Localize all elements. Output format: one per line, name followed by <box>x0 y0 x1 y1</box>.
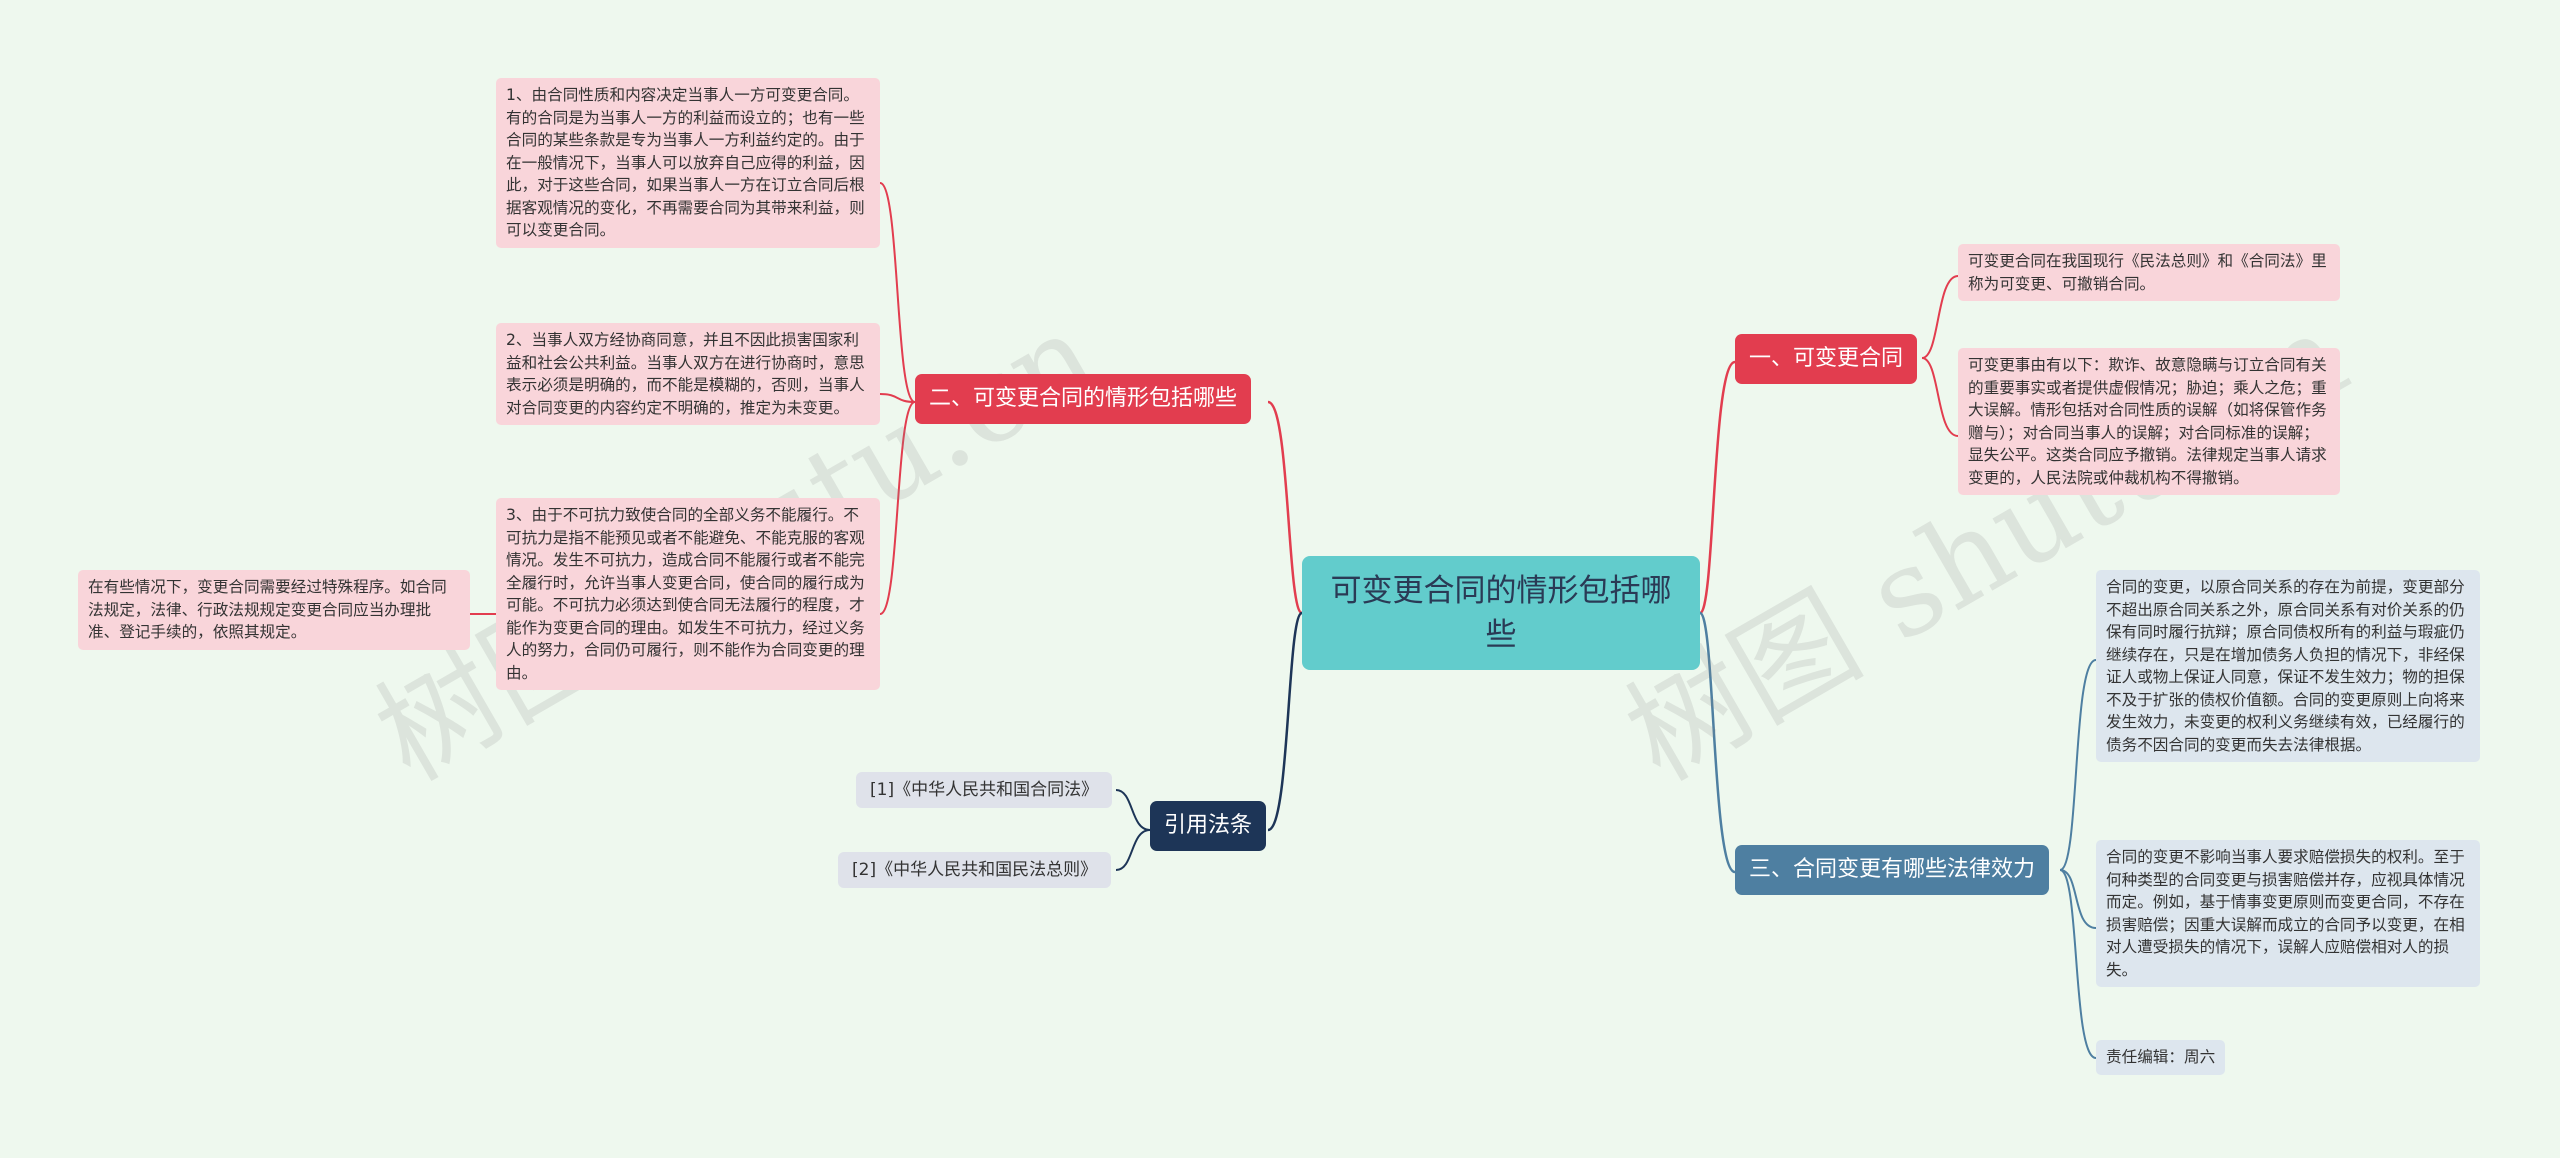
link-root-b4 <box>1267 611 1304 832</box>
link-root-b1 <box>1698 360 1736 615</box>
branch-cited-laws[interactable]: 引用法条 <box>1150 801 1267 851</box>
branch-circumstances[interactable]: 二、可变更合同的情形包括哪些 <box>915 374 1252 424</box>
link-b2-leaf3 <box>879 401 916 615</box>
leaf-b2-item2[interactable]: 2、当事人双方经协商同意，并且不因此损害国家利益和社会公共利益。当事人双方在进行… <box>496 323 880 425</box>
link-b2-leaf1 <box>879 182 916 403</box>
branch-changeable-contract[interactable]: 一、可变更合同 <box>1735 334 1918 384</box>
link-b4-ref1 <box>1115 789 1151 831</box>
branch-label: 二、可变更合同的情形包括哪些 <box>929 386 1238 411</box>
link-b1-leaf1 <box>1921 275 1959 359</box>
link-b3-leaf3 <box>2059 869 2097 1059</box>
link-b1-leaf2 <box>1921 357 1959 437</box>
root-topic[interactable]: 可变更合同的情形包括哪些 <box>1302 556 1700 670</box>
leaf-b1-grounds[interactable]: 可变更事由有以下：欺诈、故意隐瞒与订立合同有关的重要事实或者提供虚假情况；胁迫；… <box>1958 348 2340 495</box>
leaf-b2-special-procedure[interactable]: 在有些情况下，变更合同需要经过特殊程序。如合同法规定，法律、行政法规规定变更合同… <box>78 570 470 650</box>
link-b4-ref2 <box>1115 829 1151 871</box>
link-b3-leaf1 <box>2059 659 2097 871</box>
leaf-b3-editor[interactable]: 责任编辑：周六 <box>2096 1040 2226 1075</box>
root-title: 可变更合同的情形包括哪些 <box>1330 573 1672 653</box>
branch-label: 一、可变更合同 <box>1749 346 1904 371</box>
leaf-b2-item3[interactable]: 3、由于不可抗力致使合同的全部义务不能履行。不可抗力是指不能预见或者不能避免、不… <box>496 498 880 690</box>
branch-label: 引用法条 <box>1164 813 1253 838</box>
leaf-b3-effect[interactable]: 合同的变更，以原合同关系的存在为前提，变更部分不超出原合同关系之外，原合同关系有… <box>2096 570 2480 762</box>
link-root-b2 <box>1267 400 1304 615</box>
ref-contract-law[interactable]: [1]《中华人民共和国合同法》 <box>856 772 1113 808</box>
ref-civil-law-general[interactable]: [2]《中华人民共和国民法总则》 <box>838 852 1112 888</box>
branch-label: 三、合同变更有哪些法律效力 <box>1749 857 2036 882</box>
link-b3-leaf2 <box>2059 869 2097 929</box>
leaf-b2-item1[interactable]: 1、由合同性质和内容决定当事人一方可变更合同。有的合同是为当事人一方的利益而设立… <box>496 78 880 248</box>
branch-legal-effect[interactable]: 三、合同变更有哪些法律效力 <box>1735 845 2050 895</box>
link-root-b3 <box>1698 611 1736 874</box>
leaf-b3-damages[interactable]: 合同的变更不影响当事人要求赔偿损失的权利。至于何种类型的合同变更与损害赔偿并存，… <box>2096 840 2480 987</box>
leaf-b1-definition[interactable]: 可变更合同在我国现行《民法总则》和《合同法》里称为可变更、可撤销合同。 <box>1958 244 2340 301</box>
link-b2-leaf2 <box>879 393 916 403</box>
